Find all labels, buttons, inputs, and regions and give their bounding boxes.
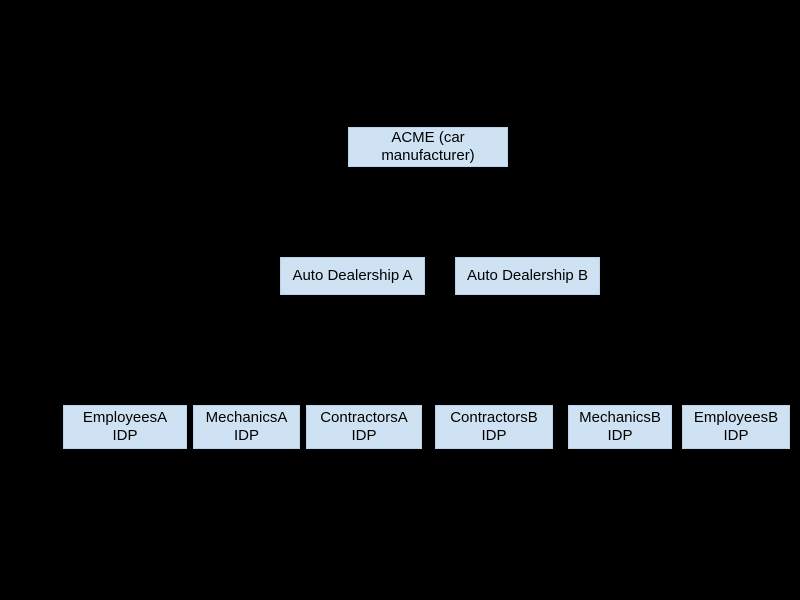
node-auto-dealership-a: Auto Dealership A	[280, 257, 425, 295]
node-label: Auto Dealership B	[467, 267, 588, 284]
node-mechanics-b-idp: MechanicsB IDP	[568, 405, 672, 449]
node-auto-dealership-b: Auto Dealership B	[455, 257, 600, 295]
node-label: MechanicsA IDP	[205, 409, 288, 444]
node-contractors-a-idp: ContractorsA IDP	[306, 405, 422, 449]
node-employees-a-idp: EmployeesA IDP	[63, 405, 187, 449]
node-label: EmployeesB IDP	[693, 409, 779, 444]
node-label: ContractorsA IDP	[320, 409, 408, 444]
node-contractors-b-idp: ContractorsB IDP	[435, 405, 553, 449]
node-label: EmployeesA IDP	[82, 409, 168, 444]
node-label: MechanicsB IDP	[579, 409, 661, 444]
node-label: ContractorsB IDP	[450, 409, 538, 444]
node-label: ACME (car manufacturer)	[381, 129, 475, 164]
node-employees-b-idp: EmployeesB IDP	[682, 405, 790, 449]
node-label: Auto Dealership A	[292, 267, 413, 284]
node-acme: ACME (car manufacturer)	[348, 127, 508, 167]
node-mechanics-a-idp: MechanicsA IDP	[193, 405, 300, 449]
